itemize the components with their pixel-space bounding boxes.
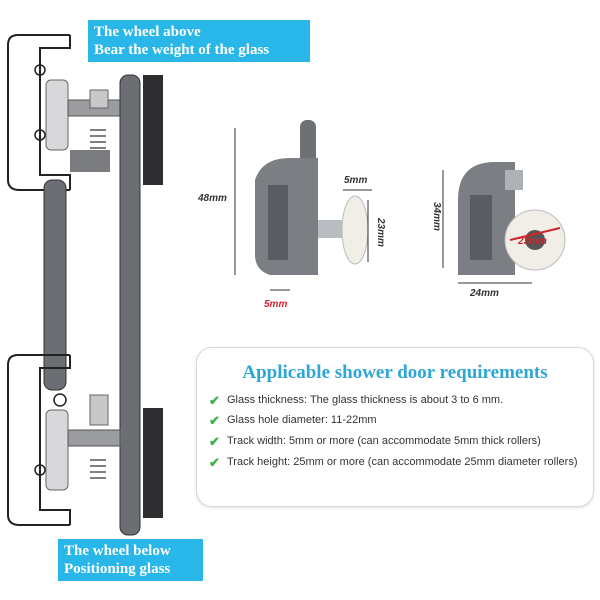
checkmark-icon: ✔ (209, 413, 220, 428)
dim-wheel-width-5: 5mm (344, 175, 368, 186)
requirements-box: Applicable shower door requirements ✔ Gl… (196, 347, 594, 507)
dim-height-48: 48mm (198, 193, 227, 204)
top-track-bracket (7, 34, 70, 191)
dim-wheel-diameter-23: 23mm (375, 218, 386, 247)
checkmark-icon: ✔ (209, 455, 220, 470)
requirements-title: Applicable shower door requirements (242, 362, 548, 383)
bottom-callout-line2: Positioning glass (64, 561, 171, 577)
bottom-wheel-housing (45, 409, 69, 491)
checkmark-icon: ✔ (209, 434, 220, 449)
requirement-item: ✔ Track width: 5mm or more (can accommod… (209, 434, 541, 449)
roller-front-view (442, 162, 566, 284)
checkmark-icon: ✔ (209, 393, 220, 408)
requirement-item: ✔ Glass thickness: The glass thickness i… (209, 393, 504, 408)
requirement-item: ✔ Track height: 25mm or more (can accomm… (209, 455, 578, 470)
glass-panel (119, 74, 141, 536)
dim-bottom-5: 5mm (264, 299, 288, 310)
bottom-callout-line1: The wheel below (64, 543, 171, 559)
top-wheel-housing (45, 79, 69, 151)
requirement-item: ✔ Glass hole diameter: 11-22mm (209, 413, 377, 428)
dim-diameter-23: 23mm (518, 236, 547, 247)
dim-width-24: 24mm (470, 288, 499, 299)
dim-height-34: 34mm (431, 202, 442, 231)
top-callout-line2: Bear the weight of the glass (94, 42, 270, 58)
frame-bar (43, 179, 67, 391)
bottom-wheel-callout: The wheel below Positioning glass (58, 539, 203, 581)
bottom-track-bracket (7, 354, 70, 526)
top-wheel-callout: The wheel above Bear the weight of the g… (88, 20, 310, 62)
roller-side-view (234, 120, 372, 291)
top-callout-line1: The wheel above (94, 24, 201, 40)
